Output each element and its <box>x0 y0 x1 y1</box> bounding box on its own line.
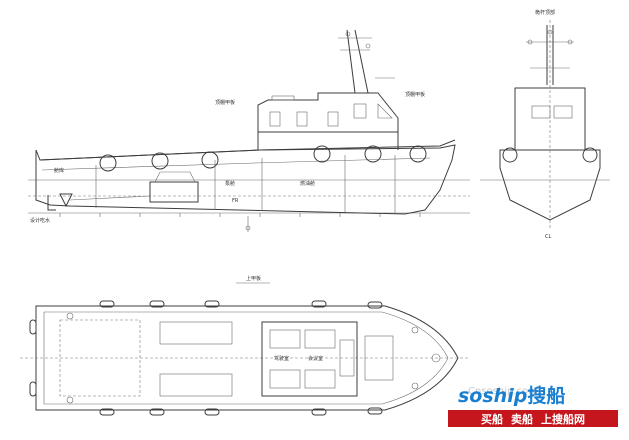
fender-icon <box>149 408 165 416</box>
deckhouse <box>261 321 358 397</box>
stair <box>339 339 355 377</box>
fender-icon <box>409 145 427 163</box>
watermark-logo-cn: 搜船 <box>527 385 566 407</box>
front-window <box>531 105 551 119</box>
fender-icon <box>311 408 327 416</box>
fender-icon <box>313 145 331 163</box>
window <box>377 103 393 119</box>
fore-compartment <box>364 335 394 381</box>
hull-outline <box>35 144 456 215</box>
label-frame: FR <box>232 198 239 204</box>
propeller-icon <box>59 193 73 208</box>
window <box>327 111 339 127</box>
label-fwd-store: 舱库 <box>54 167 64 174</box>
fender-icon <box>99 408 115 416</box>
watermark-bar-item: 买船 <box>481 412 503 426</box>
rudder <box>47 195 56 211</box>
hatch <box>159 321 233 345</box>
propeller-shaft <box>69 195 151 201</box>
plan-view: 上甲板 驾驶室 会议室 <box>20 275 470 416</box>
label-plan-title: 上甲板 <box>246 275 261 282</box>
fender-icon <box>367 407 383 415</box>
frame-ticks <box>59 213 421 217</box>
label-centerline: CL <box>545 234 551 240</box>
watermark-logo-latin: soship <box>458 385 528 407</box>
watermark-bar: 买船 卖船 上搜船网 <box>448 410 618 427</box>
plan-fenders <box>29 300 383 416</box>
bollard-icon <box>66 312 74 320</box>
watermark-ghost-text: Cnsoship.com <box>468 386 538 397</box>
cabin <box>304 369 336 389</box>
fender-icon <box>204 300 220 308</box>
fender-icon <box>29 319 37 335</box>
fender-icon <box>367 301 383 309</box>
anchor-windlass-icon <box>431 353 441 363</box>
bollard-icon <box>66 396 74 404</box>
liferaft <box>271 95 295 101</box>
deck-line <box>39 139 456 161</box>
fender-icon <box>502 147 518 163</box>
mast-light-icon <box>567 39 573 45</box>
label-mast-top: 桅杆顶部 <box>535 9 555 16</box>
mast-light-icon <box>345 31 351 37</box>
superstructure <box>257 92 399 150</box>
label-upper-deck: 顶棚甲板 <box>215 99 235 106</box>
front-window <box>553 105 573 119</box>
cabin <box>269 369 301 389</box>
fender-icon <box>204 408 220 416</box>
label-pump-room: 泵舱 <box>225 180 235 187</box>
midship-marker-icon <box>245 225 251 231</box>
label-cabin-a: 驾驶室 <box>274 355 289 362</box>
label-main-deck: 顶棚甲板 <box>405 91 425 98</box>
watermark-logo: soship搜船 <box>458 381 565 408</box>
window <box>353 103 367 119</box>
fender-icon <box>201 151 219 169</box>
mast <box>354 29 369 94</box>
fender-icon <box>99 300 115 308</box>
engine-top <box>154 171 196 183</box>
fender-icon <box>582 147 598 163</box>
cabin <box>269 329 301 349</box>
fender-icon <box>99 154 117 172</box>
watermark-bar-item: 卖船 <box>511 412 533 426</box>
label-fuel: 燃油舱 <box>300 180 315 187</box>
bollard-icon <box>411 382 419 390</box>
mast <box>346 29 356 94</box>
fender-icon <box>151 152 169 170</box>
mast-light-icon <box>365 43 371 49</box>
hatch <box>159 373 233 397</box>
label-cabin-b: 会议室 <box>308 355 323 362</box>
side-profile: 顶棚甲板 顶棚甲板 舱库 泵舱 燃油舱 设计吃水 FR <box>28 29 470 232</box>
fender-icon <box>149 300 165 308</box>
mast-light-icon <box>527 39 533 45</box>
label-baseline: 设计吃水 <box>30 217 50 224</box>
cabin <box>304 329 336 349</box>
engine-block <box>149 181 199 203</box>
aft-deck-area <box>59 319 141 397</box>
fender-icon <box>364 145 382 163</box>
front-view: 桅杆顶部 CL <box>480 9 610 240</box>
window <box>269 111 281 127</box>
fender-icon <box>311 300 327 308</box>
watermark-bar-item: 上搜船网 <box>541 412 585 426</box>
bulwark-line <box>41 157 431 171</box>
window <box>296 111 308 127</box>
fender-icon <box>29 381 37 397</box>
front-hull <box>499 149 601 221</box>
bollard-icon <box>411 326 419 334</box>
